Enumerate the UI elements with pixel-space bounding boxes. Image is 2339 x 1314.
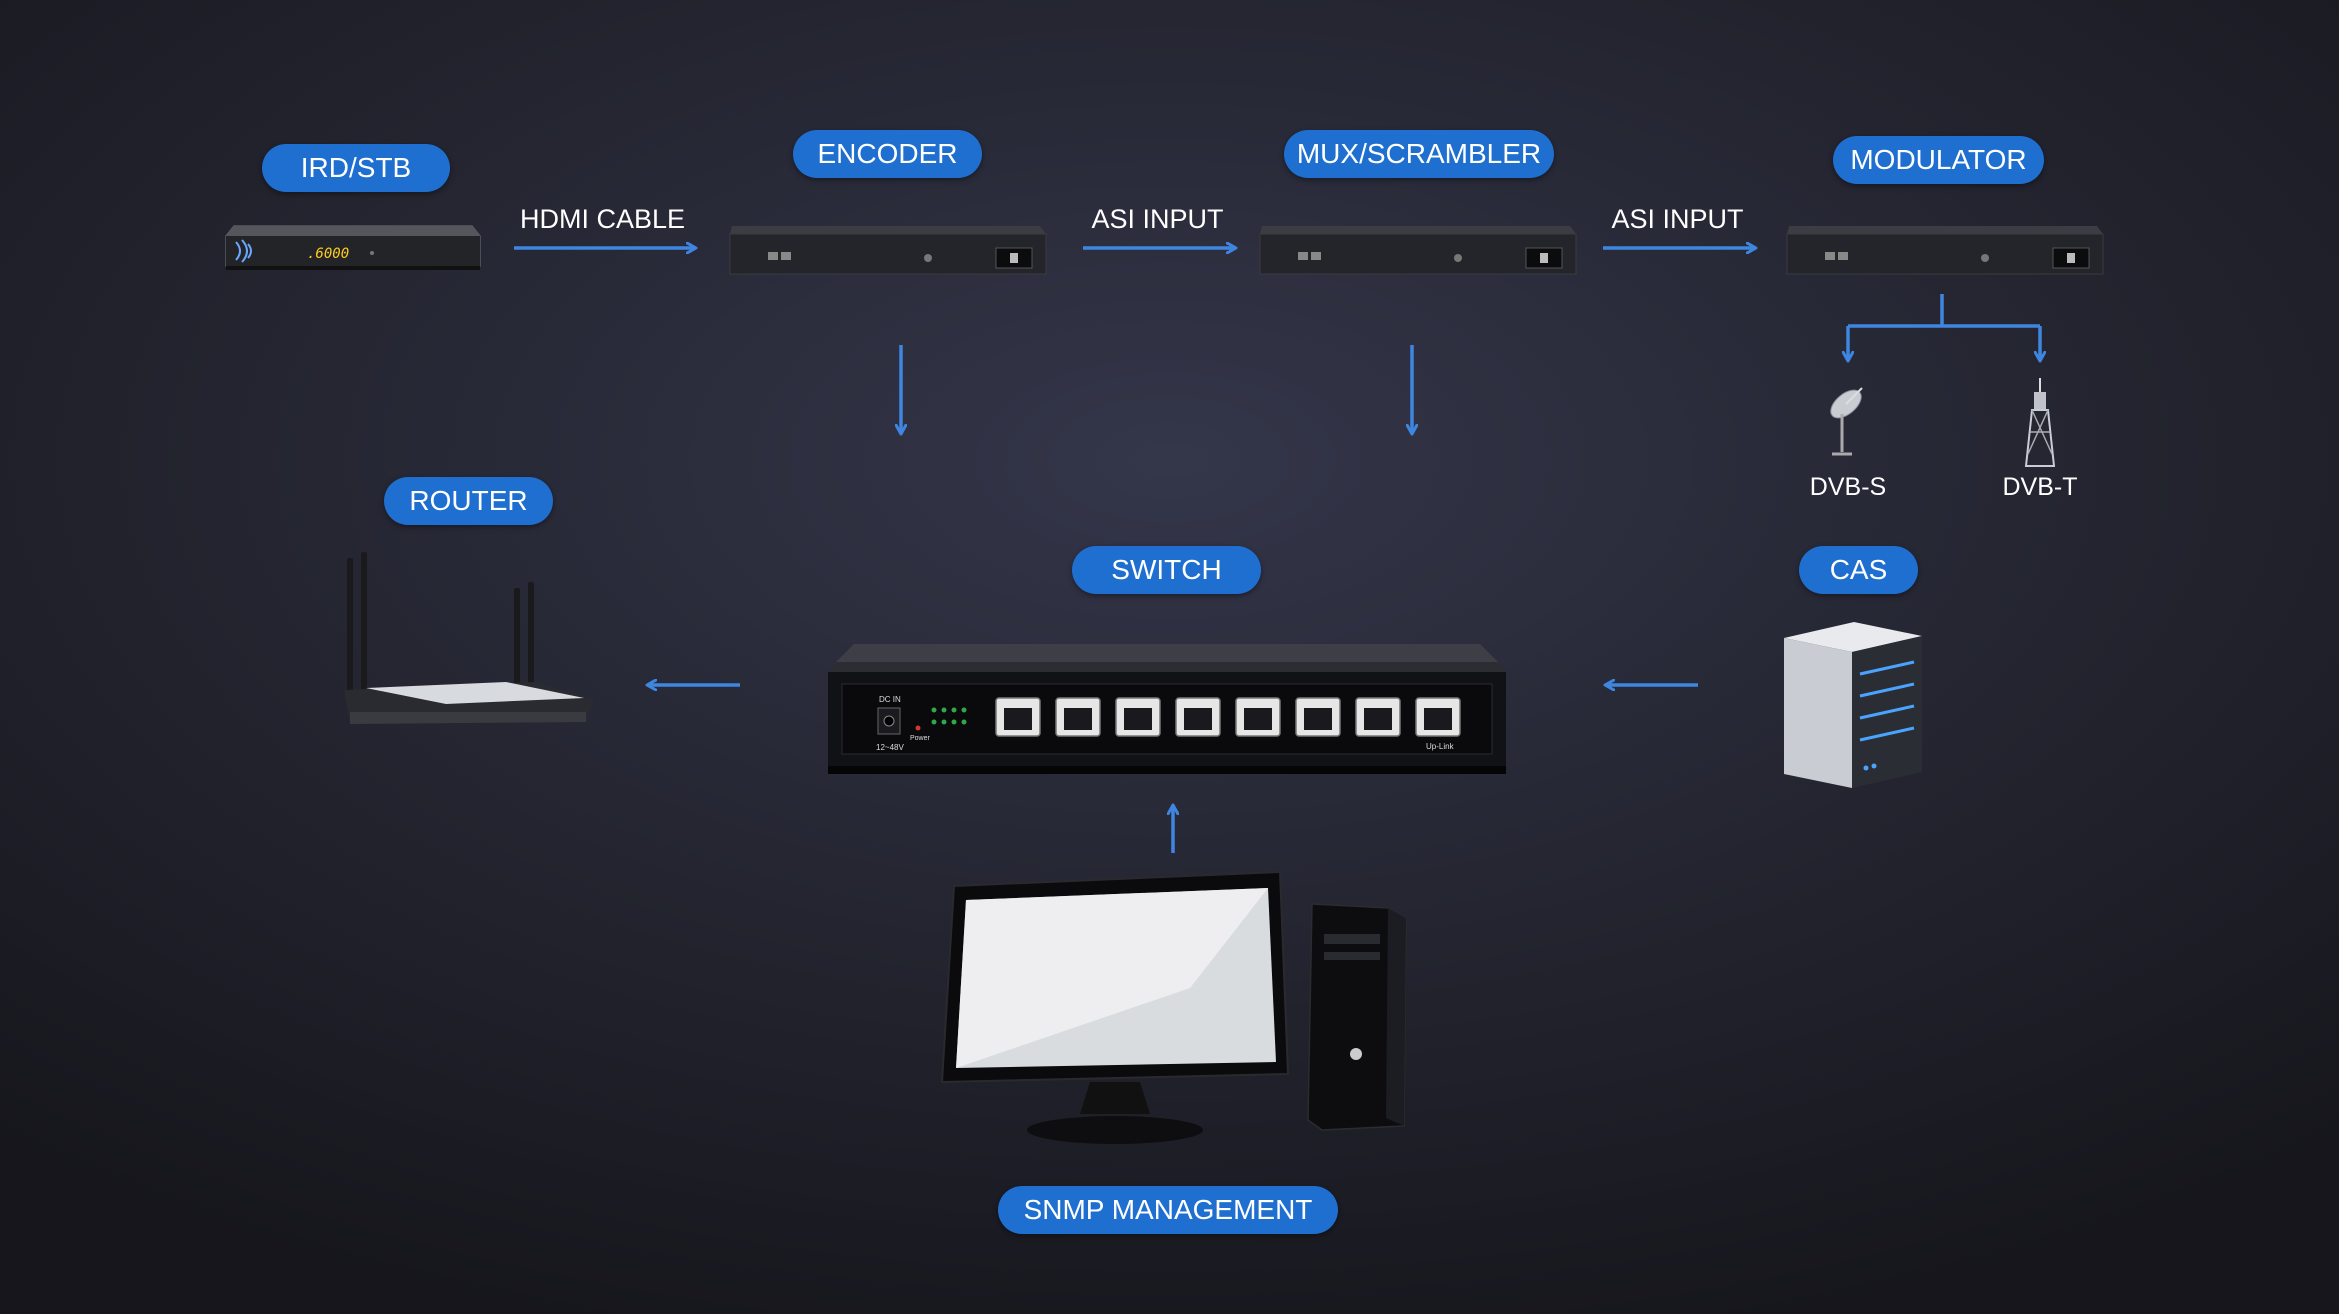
hdmi-cable-label: HDMI CABLE — [519, 204, 686, 234]
transmission-tower-icon — [2024, 378, 2056, 467]
dvb-t-label: DVB-T — [2002, 473, 2078, 501]
encoder-badge: ENCODER — [793, 130, 982, 178]
server-status-lights — [1859, 660, 1915, 742]
modulator-branch — [1848, 294, 2040, 328]
server-icon — [1784, 622, 1922, 788]
switch-icon: DC IN 12~48V Power Up-Link — [828, 644, 1506, 774]
encoder-rack-icon — [729, 226, 1047, 275]
modulator-badge: MODULATOR — [1833, 136, 2044, 184]
router-icon — [344, 552, 594, 724]
stb-display: .6000 — [307, 246, 349, 262]
asi-input-label-2: ASI INPUT — [1611, 204, 1744, 234]
router-badge: ROUTER — [384, 477, 553, 525]
mux-rack-icon — [1259, 226, 1577, 275]
switch-badge: SWITCH — [1072, 546, 1261, 594]
snmp-management-badge: SNMP MANAGEMENT — [998, 1186, 1338, 1234]
asi-input-label-1: ASI INPUT — [1091, 204, 1224, 234]
desktop-computer-icon — [940, 870, 1407, 1144]
switch-port-leds — [931, 707, 967, 725]
cas-badge: CAS — [1799, 546, 1918, 594]
ird-stb-badge: IRD/STB — [262, 144, 450, 192]
satellite-dish-icon — [1830, 387, 1863, 456]
switch-voltage-label: 12~48V — [876, 743, 904, 752]
stb-device-icon: .6000 — [225, 225, 481, 270]
modulator-rack-icon — [1786, 226, 2104, 275]
switch-dc-in-label: DC IN — [879, 695, 901, 704]
mux-scrambler-badge: MUX/SCRAMBLER — [1284, 130, 1554, 178]
switch-power-label: Power — [910, 735, 931, 742]
dvb-s-label: DVB-S — [1809, 473, 1887, 501]
switch-uplink-label: Up-Link — [1426, 742, 1455, 751]
